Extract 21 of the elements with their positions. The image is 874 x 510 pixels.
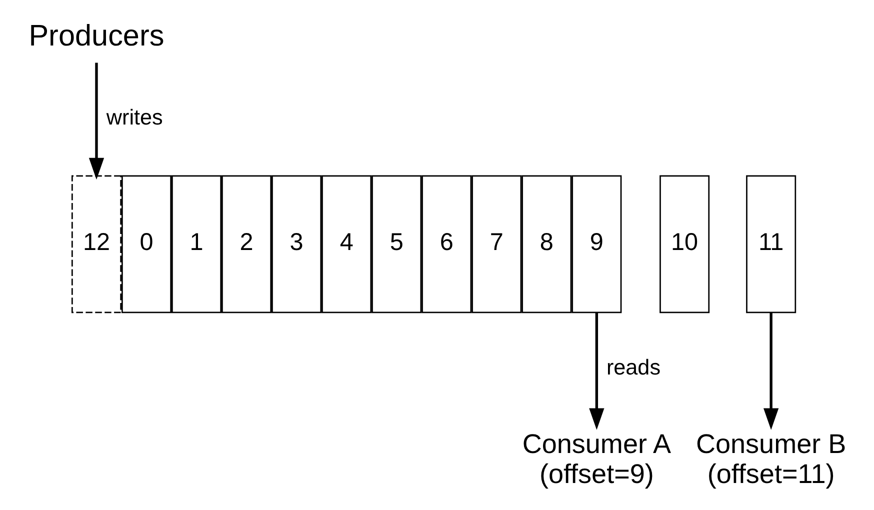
node-box: 7 [471,175,522,314]
node-box: 12 [70,175,121,314]
arrow [88,62,104,180]
arrow [762,312,778,430]
node-box: 8 [521,175,572,314]
node-text: Consumer B (offset=11) [695,429,846,489]
node-box: 0 [121,175,172,314]
node-text: Consumer A (offset=9) [522,429,671,489]
node-box: 6 [421,175,472,314]
edge-label: reads [606,354,660,380]
node-box: 5 [371,175,422,314]
node-box: 11 [746,175,796,314]
node-box: 4 [321,175,372,314]
node-box: 1 [171,175,222,314]
edge-label: writes [106,104,162,130]
node-box: 10 [659,175,710,314]
node-box: 3 [271,175,322,314]
node-box: 2 [221,175,272,314]
node-box: 9 [571,175,622,314]
node-text: Producers [28,20,164,53]
arrow [588,312,604,430]
